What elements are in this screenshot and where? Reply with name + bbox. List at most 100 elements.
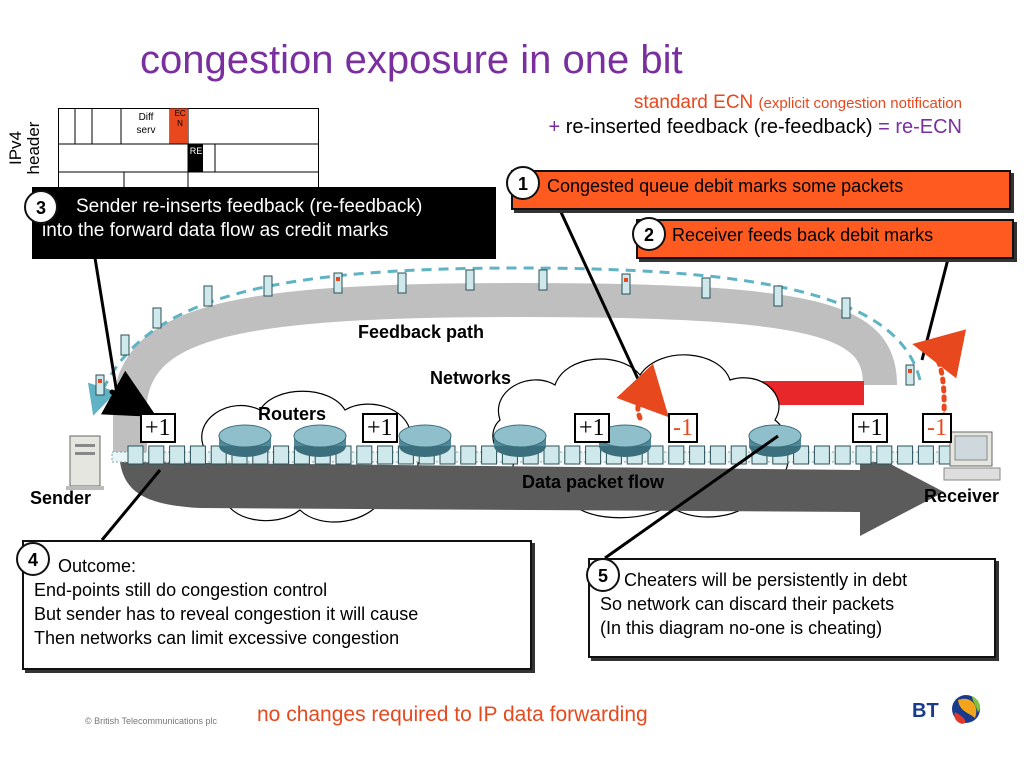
dotted-arrow-debit <box>616 363 669 421</box>
data-packet <box>189 445 206 465</box>
data-flow-arrow <box>120 448 944 536</box>
subtitle-reecn: + re-inserted feedback (re-feedback) = r… <box>548 116 962 139</box>
feedback-packet <box>905 364 915 386</box>
networks-label: Networks <box>430 368 512 388</box>
sender-label: Sender <box>30 488 92 508</box>
data-packet <box>855 445 872 465</box>
subtitle-re-ecn: re-ECN <box>895 116 962 138</box>
feedback-packet <box>397 272 407 294</box>
data-packet <box>668 445 685 465</box>
dotted-arrow-receiver <box>912 329 967 421</box>
feedback-packet <box>538 269 548 291</box>
subtitle-equals: = <box>878 116 890 138</box>
data-packet <box>897 445 914 465</box>
diffserv-label-diff: Diff <box>138 112 154 123</box>
bt-logo-globe <box>952 695 980 724</box>
callout-5-number: 5 <box>586 558 620 592</box>
callout-3-number: 3 <box>24 190 58 224</box>
callout-1-text: Congested queue debit marks some packets <box>547 176 904 196</box>
callout-3-box: Sender re-inserts feedback (re-feedback)… <box>32 187 496 259</box>
feedback-path-label: Feedback path <box>358 322 485 342</box>
subtitle-ecn: standard ECN (explicit congestion notifi… <box>634 92 962 114</box>
balance-mark: +1 <box>574 413 610 443</box>
footer-note: no changes required to IP data forwardin… <box>257 703 648 726</box>
balance-mark: -1 <box>922 413 952 443</box>
routers <box>218 424 802 457</box>
data-packet <box>127 445 144 465</box>
data-packet <box>460 445 477 465</box>
callout-1-number: 1 <box>506 166 540 200</box>
subtitle-ecn-main: standard ECN <box>633 92 754 113</box>
router-icon <box>218 424 272 457</box>
pointer-2 <box>920 258 950 361</box>
receiver-computer-icon <box>943 431 1001 481</box>
data-packet <box>543 445 560 465</box>
data-packet <box>834 445 851 465</box>
balance-mark: +1 <box>852 413 888 443</box>
data-packet <box>689 445 706 465</box>
feedback-packet <box>203 285 213 307</box>
callout-4-line4: Then networks can limit excessive conges… <box>34 628 400 648</box>
feedback-packet <box>465 269 475 291</box>
diffserv-label-serv: serv <box>136 125 156 136</box>
router-icon <box>493 424 547 457</box>
callout-3-line1: Sender re-inserts feedback (re-feedback) <box>76 196 423 217</box>
packet-chain <box>111 445 955 465</box>
data-packet <box>481 445 498 465</box>
callout-5-line1: Cheaters will be persistently in debt <box>624 570 908 590</box>
callout-5-line3: (In this diagram no-one is cheating) <box>600 618 883 638</box>
callout-2-number: 2 <box>632 217 666 251</box>
data-packet <box>917 445 934 465</box>
callout-1-box: Congested queue debit marks some packets <box>511 170 1011 210</box>
bt-logo-text: BT <box>912 700 939 722</box>
data-packet <box>273 445 290 465</box>
feedback-packet <box>701 277 711 299</box>
receiver-label: Receiver <box>924 486 1000 506</box>
callout-4-box: Outcome: End-points still do congestion … <box>22 540 532 670</box>
data-packet <box>876 445 893 465</box>
data-packet <box>585 445 602 465</box>
ecn-field: ECN <box>174 109 186 128</box>
pointer-4 <box>100 469 162 541</box>
balance-mark: +1 <box>362 413 398 443</box>
data-packet <box>564 445 581 465</box>
callout-5-line2: So network can discard their packets <box>600 594 895 614</box>
sender-computer-icon <box>66 435 104 490</box>
ipv4-header-grid <box>58 108 319 188</box>
balance-mark: -1 <box>668 413 698 443</box>
dotted-arrow-sender <box>100 370 157 417</box>
router-icon <box>293 424 347 457</box>
subtitle-ecn-expansion: (explicit congestion notification <box>758 95 962 112</box>
data-packet <box>813 445 830 465</box>
feedback-packet <box>621 273 631 295</box>
feedback-packet <box>95 374 105 396</box>
diffserv-field: Diff serv <box>121 111 171 137</box>
callout-4-line3: But sender has to reveal congestion it w… <box>34 604 419 624</box>
callout-3-line2: into the forward data flow as credit mar… <box>42 220 389 241</box>
callout-4-line2: End-points still do congestion control <box>34 580 328 600</box>
feedback-packet <box>773 285 783 307</box>
routers-label: Routers <box>258 404 327 424</box>
router-icon <box>748 424 802 457</box>
data-packet <box>377 445 394 465</box>
re-field: RE <box>189 146 203 156</box>
data-packet <box>709 445 726 465</box>
feedback-packet <box>120 334 130 356</box>
feedback-packet <box>841 297 851 319</box>
subtitle-plus: + <box>548 116 561 138</box>
copyright: © British Telecommunications plc <box>85 716 218 726</box>
subtitle-refeedback: re-inserted feedback (re-feedback) <box>565 116 873 138</box>
pointer-5 <box>604 434 779 560</box>
callout-5-box: Cheaters will be persistently in debt So… <box>588 558 996 658</box>
data-packet <box>169 445 186 465</box>
data-packet <box>647 445 664 465</box>
data-packet <box>148 445 165 465</box>
router-icon <box>598 424 652 457</box>
slide-title: congestion exposure in one bit <box>140 38 683 82</box>
callout-4-line1: Outcome: <box>58 556 137 576</box>
callout-2-box: Receiver feeds back debit marks <box>636 219 1014 259</box>
feedback-packet <box>263 275 273 297</box>
callout-2-text: Receiver feeds back debit marks <box>672 225 934 245</box>
feedback-loop <box>113 282 897 455</box>
